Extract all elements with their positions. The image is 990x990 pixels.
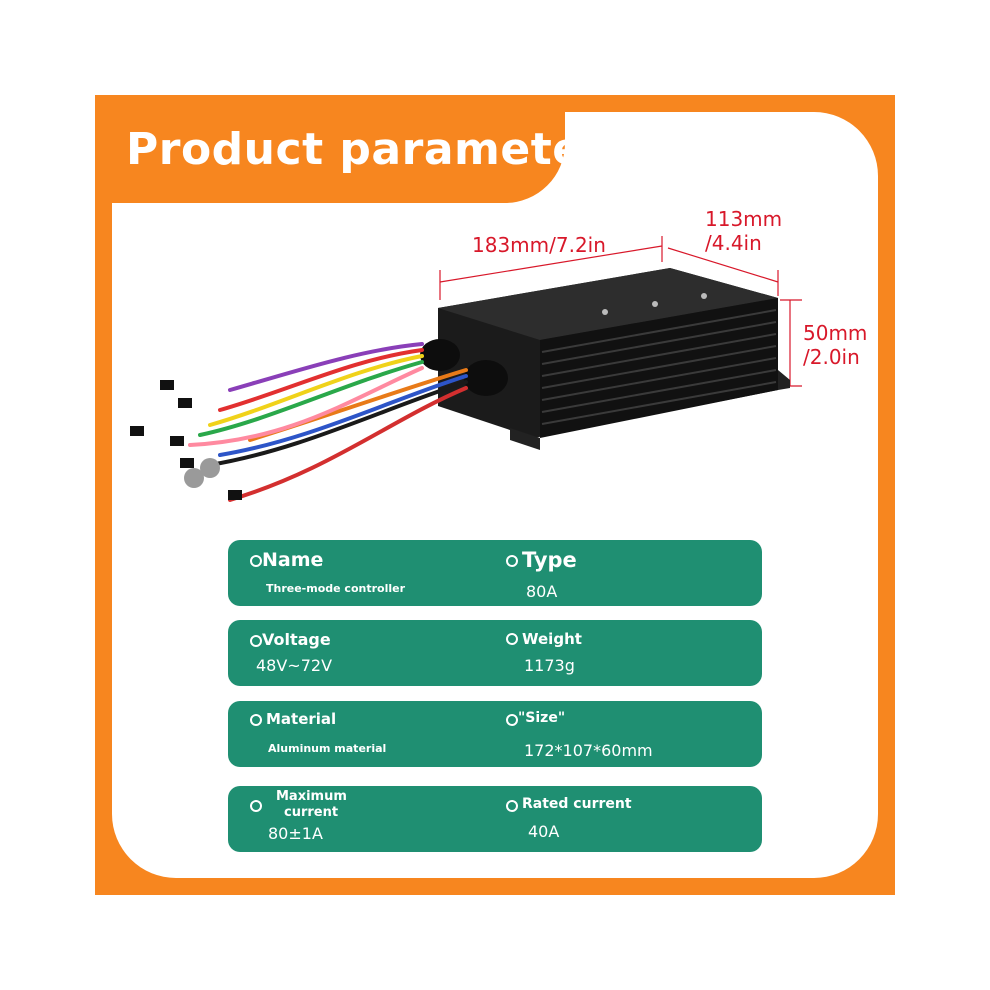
- controller-body: [420, 268, 790, 450]
- bullet-icon: [250, 714, 262, 726]
- title-tab: [95, 95, 565, 203]
- param-row-material-size: Material Aluminum material "Size" 172*10…: [228, 701, 762, 767]
- width-dimension-line2: /4.4in: [705, 231, 762, 255]
- rated-current-label: Rated current: [522, 796, 632, 812]
- bullet-icon: [506, 714, 518, 726]
- max-current-label-line2: current: [284, 805, 339, 820]
- param-row-voltage-weight: Voltage 48V~72V Weight 1173g: [228, 620, 762, 686]
- type-label: Type: [522, 548, 577, 572]
- width-dimension-line1: 113mm: [705, 207, 783, 231]
- bullet-icon: [506, 800, 518, 812]
- max-current-label-line1: Maximum: [276, 789, 347, 804]
- dimension-lines: [439, 236, 802, 387]
- param-row-max-rated-current: Maximum current 80±1A Rated current 40A: [228, 786, 762, 852]
- voltage-value: 48V~72V: [256, 656, 333, 675]
- param-row-name-type: Name Three-mode controller Type 80A: [228, 540, 762, 606]
- size-value: 172*107*60mm: [524, 741, 653, 760]
- bullet-icon: [506, 633, 518, 645]
- material-value: Aluminum material: [268, 742, 387, 755]
- page-title: Product parameters: [126, 124, 632, 175]
- length-dimension: 183mm/7.2in: [472, 233, 606, 257]
- wire-bundle: [188, 342, 468, 502]
- name-label: Name: [262, 549, 324, 571]
- voltage-label: Voltage: [262, 630, 331, 649]
- max-current-value: 80±1A: [268, 824, 323, 843]
- weight-value: 1173g: [524, 656, 575, 675]
- bullet-icon: [250, 635, 262, 647]
- material-label: Material: [266, 710, 337, 728]
- height-dimension-line1: 50mm: [803, 321, 868, 345]
- bullet-icon: [250, 555, 262, 567]
- type-value: 80A: [526, 582, 558, 601]
- wire-connectors: [130, 380, 242, 500]
- height-dimension-line2: /2.0in: [803, 345, 860, 369]
- bullet-icon: [506, 555, 518, 567]
- bullet-icon: [250, 800, 262, 812]
- rated-current-value: 40A: [528, 822, 560, 841]
- controller-product-image: [130, 236, 802, 502]
- weight-label: Weight: [522, 630, 582, 648]
- name-value: Three-mode controller: [266, 582, 406, 595]
- size-label: "Size": [518, 710, 566, 726]
